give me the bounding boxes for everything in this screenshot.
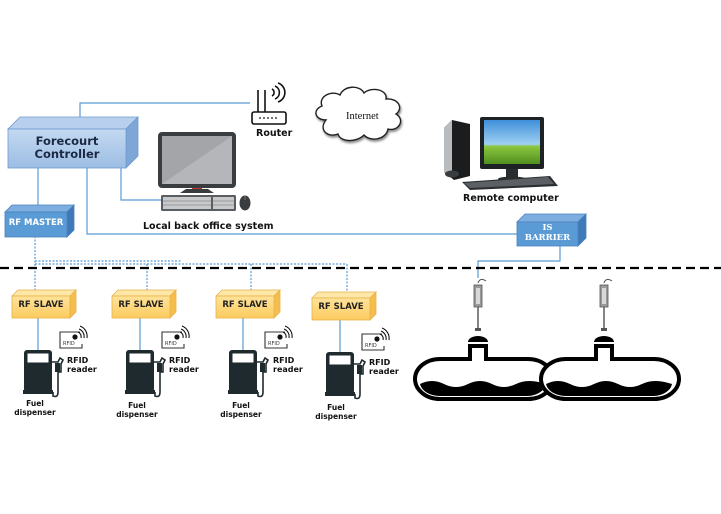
fuel-dispenser-line1: Fuel <box>128 401 146 410</box>
fuel-dispenser-label-1: Fuel dispenser <box>14 399 56 417</box>
remote-computer-label: Remote computer <box>463 193 559 204</box>
rfid-reader-line1: RFID <box>169 356 191 365</box>
rfid-reader-line1: RFID <box>273 356 295 365</box>
is-barrier-line2: BARRIER <box>524 232 571 243</box>
rfid-tag-text: RFID <box>268 341 280 347</box>
fuel-dispenser-label-4: Fuel dispenser <box>315 403 357 421</box>
forecourt-controller-line2: Controller <box>34 147 100 162</box>
rfid-tag-text: RFID <box>63 341 75 347</box>
link-controller-router <box>79 102 250 117</box>
rf-master-box[interactable] <box>4 204 75 238</box>
link-controller-backoffice <box>120 168 165 201</box>
desktop-monitor-icon[interactable] <box>158 132 236 193</box>
rf-links <box>34 236 348 292</box>
keyboard-icon <box>161 195 236 211</box>
rf-slave-box-4[interactable] <box>311 291 377 321</box>
rfid-reader-line2: reader <box>369 367 399 377</box>
fuel-dispenser-line1: Fuel <box>26 399 44 408</box>
rfid-reader-label-1: RFID reader <box>67 356 97 374</box>
fuel-dispenser-line2: dispenser <box>14 408 56 417</box>
rfid-reader-line1: RFID <box>369 358 391 367</box>
storage-tank-icon[interactable] <box>539 336 681 401</box>
rfid-reader-icon[interactable]: RFID <box>59 325 88 349</box>
fuel-pump-icon[interactable] <box>125 350 167 398</box>
fuel-dispenser-line1: Fuel <box>327 403 345 412</box>
rf-slave-label-4: RF SLAVE <box>318 302 364 312</box>
rfid-reader-icon[interactable]: RFID <box>361 327 390 351</box>
storage-tank-icon[interactable] <box>413 336 555 401</box>
rfid-tag-text: RFID <box>365 343 377 349</box>
rf-slave-label-1: RF SLAVE <box>18 300 64 310</box>
rfid-reader-line2: reader <box>67 365 97 375</box>
rfid-reader-line1: RFID <box>67 356 89 365</box>
link-controller-isbarrier <box>86 168 517 235</box>
is-barrier-box[interactable] <box>516 213 587 247</box>
rf-slave-box-3[interactable] <box>215 289 281 319</box>
cloud-icon[interactable] <box>315 86 402 142</box>
router-label: Router <box>256 128 293 139</box>
link-barrier-probes <box>477 245 561 278</box>
fuel-dispenser-label-2: Fuel dispenser <box>116 401 158 419</box>
rfid-reader-label-3: RFID reader <box>273 356 303 374</box>
fuel-dispenser-label-3: Fuel dispenser <box>220 401 262 419</box>
level-probe-icon[interactable] <box>599 278 613 331</box>
is-barrier-line1: IS <box>542 223 553 233</box>
rf-slave-label-2: RF SLAVE <box>118 300 164 310</box>
rfid-reader-line2: reader <box>273 365 303 375</box>
rfid-reader-label-4: RFID reader <box>369 358 399 376</box>
level-probe-icon[interactable] <box>473 278 487 331</box>
rf-slave-box-2[interactable] <box>111 289 177 319</box>
is-barrier-label: IS BARRIER <box>517 223 578 244</box>
fuel-pump-icon[interactable] <box>23 350 65 398</box>
local-back-office-label: Local back office system <box>143 221 274 232</box>
fuel-dispenser-line1: Fuel <box>232 401 250 410</box>
fuel-dispenser-line2: dispenser <box>315 412 357 421</box>
rfid-reader-icon[interactable]: RFID <box>161 325 190 349</box>
rf-master-label: RF MASTER <box>8 218 64 228</box>
connection-lines <box>37 102 561 352</box>
fuel-dispenser-line2: dispenser <box>220 410 262 419</box>
mouse-icon <box>239 195 251 211</box>
rfid-reader-line2: reader <box>169 365 199 375</box>
fuel-pump-icon[interactable] <box>325 352 367 400</box>
forecourt-controller-line1: Forecourt <box>35 134 99 148</box>
fuel-pump-icon[interactable] <box>228 350 270 398</box>
rf-slave-box-1[interactable] <box>11 289 77 319</box>
rf-slave-label-3: RF SLAVE <box>222 300 268 310</box>
rfid-reader-icon[interactable]: RFID <box>264 325 293 349</box>
forecourt-controller-box[interactable] <box>7 116 139 169</box>
rfid-reader-label-2: RFID reader <box>169 356 199 374</box>
forecourt-controller-label: Forecourt Controller <box>8 134 126 162</box>
fuel-dispenser-line2: dispenser <box>116 410 158 419</box>
remote-pc-icon[interactable] <box>444 117 558 190</box>
router-icon[interactable] <box>251 82 287 125</box>
internet-label: Internet <box>346 111 379 122</box>
rfid-tag-text: RFID <box>165 341 177 347</box>
